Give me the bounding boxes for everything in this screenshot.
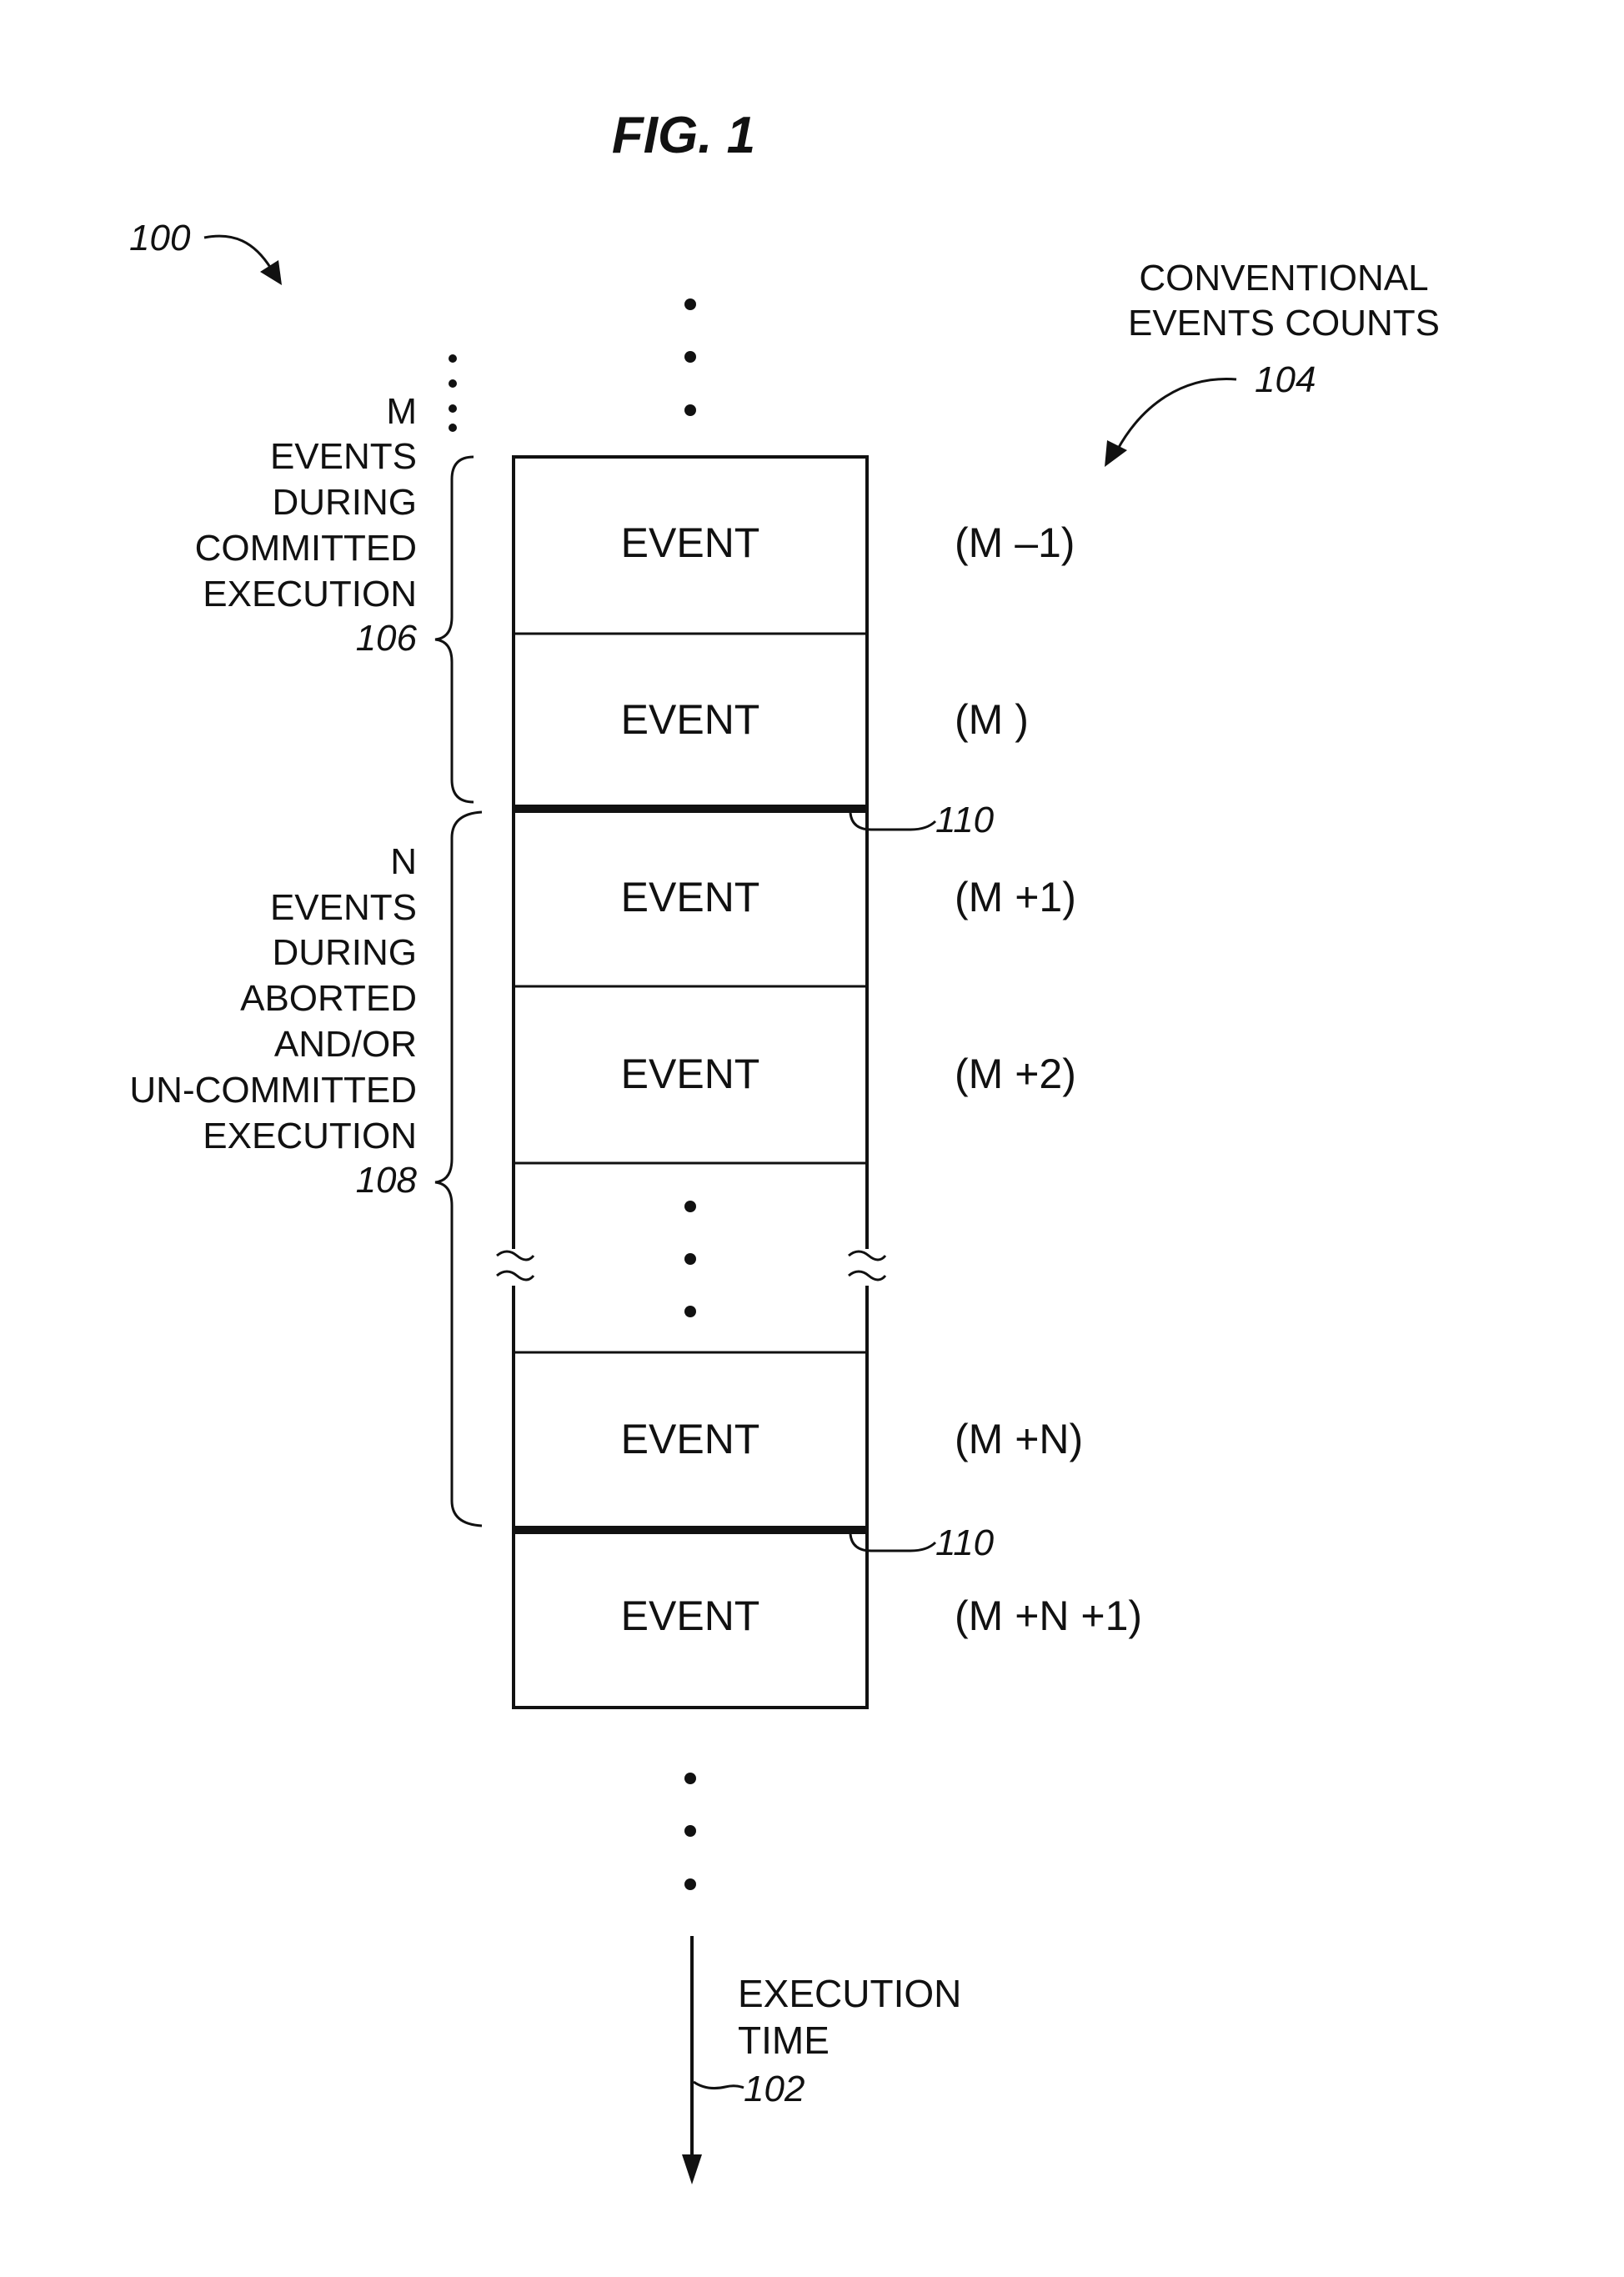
- event-count: (M –1): [955, 519, 1075, 566]
- event-count: (M +1): [955, 874, 1076, 920]
- event-label: EVENT: [621, 519, 760, 566]
- committed-group-ref-106: 106: [356, 618, 418, 659]
- aborted-group-label: UN-COMMITTED: [129, 1070, 417, 1111]
- aborted-group-label: N: [390, 841, 417, 882]
- time-axis-label-line2: TIME: [738, 2019, 830, 2062]
- aborted-group-label: ABORTED: [240, 978, 417, 1019]
- aborted-group-label: DURING: [272, 932, 417, 973]
- figure-ref-100: 100: [129, 218, 191, 258]
- boundary-ref-110: 110: [935, 800, 995, 840]
- event-count: (M +N +1): [955, 1592, 1142, 1639]
- legend-title-line1: CONVENTIONAL: [1139, 258, 1428, 298]
- event-label: EVENT: [621, 696, 760, 743]
- aborted-group-ref-108: 108: [356, 1160, 418, 1201]
- aborted-group-brace: [435, 812, 482, 1526]
- legend-title-line2: EVENTS COUNTS: [1128, 303, 1440, 344]
- top-ellipsis: [684, 298, 696, 416]
- committed-group-brace: [435, 457, 474, 802]
- committed-group-label: DURING: [272, 482, 417, 523]
- event-count: (M ): [955, 696, 1029, 743]
- execution-time-arrowhead-icon: [682, 2154, 702, 2184]
- event-label: EVENT: [621, 1416, 760, 1462]
- boundary-ref-leader: [850, 813, 935, 830]
- event-count: (M +N): [955, 1416, 1083, 1462]
- bottom-ellipsis: [684, 1773, 696, 1890]
- time-axis-ref-102: 102: [744, 2069, 804, 2109]
- committed-group-label: EXECUTION: [203, 574, 417, 614]
- event-label: EVENT: [621, 1592, 760, 1639]
- boundary-ref-110: 110: [935, 1522, 995, 1563]
- aborted-group-label: AND/OR: [274, 1024, 417, 1065]
- committed-group-label: M: [386, 391, 417, 432]
- committed-group-label: COMMITTED: [195, 528, 417, 569]
- time-axis-ref-leader: [694, 2082, 744, 2089]
- column-ellipsis: [684, 1201, 696, 1317]
- left-top-ellipsis: [449, 354, 457, 432]
- aborted-group-label: EVENTS: [270, 887, 417, 928]
- ref-104-arrow: [1117, 379, 1236, 450]
- time-axis-label-line1: EXECUTION: [738, 1972, 961, 2015]
- event-label: EVENT: [621, 874, 760, 920]
- ref-100-arrow: [204, 236, 271, 268]
- ref-100-arrowhead-icon: [260, 260, 282, 285]
- event-label: EVENT: [621, 1051, 760, 1097]
- boundary-ref-leader: [850, 1534, 935, 1551]
- committed-group-label: EVENTS: [270, 436, 417, 477]
- aborted-group-label: EXECUTION: [203, 1116, 417, 1156]
- figure-title: FIG. 1: [612, 107, 755, 164]
- legend-ref-104: 104: [1255, 359, 1316, 400]
- event-count: (M +2): [955, 1051, 1076, 1097]
- ref-104-arrowhead-icon: [1105, 440, 1127, 467]
